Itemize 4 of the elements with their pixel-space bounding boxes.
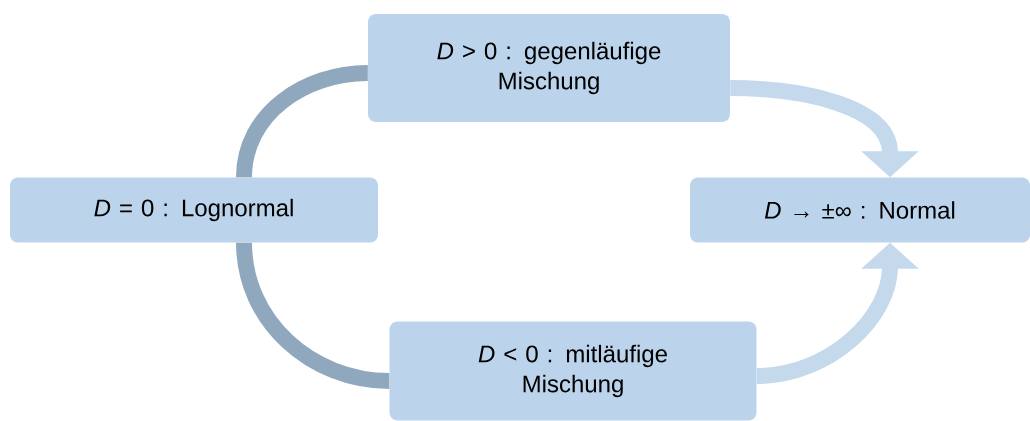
state-box: D = 0 : Lognormal xyxy=(10,177,378,243)
state-box: D → ±∞ : Normal xyxy=(690,177,1030,243)
state-box: D > 0 : gegenläufige Mischung xyxy=(368,14,730,122)
state-box: D < 0 : mitläufige Mischung xyxy=(389,321,757,421)
